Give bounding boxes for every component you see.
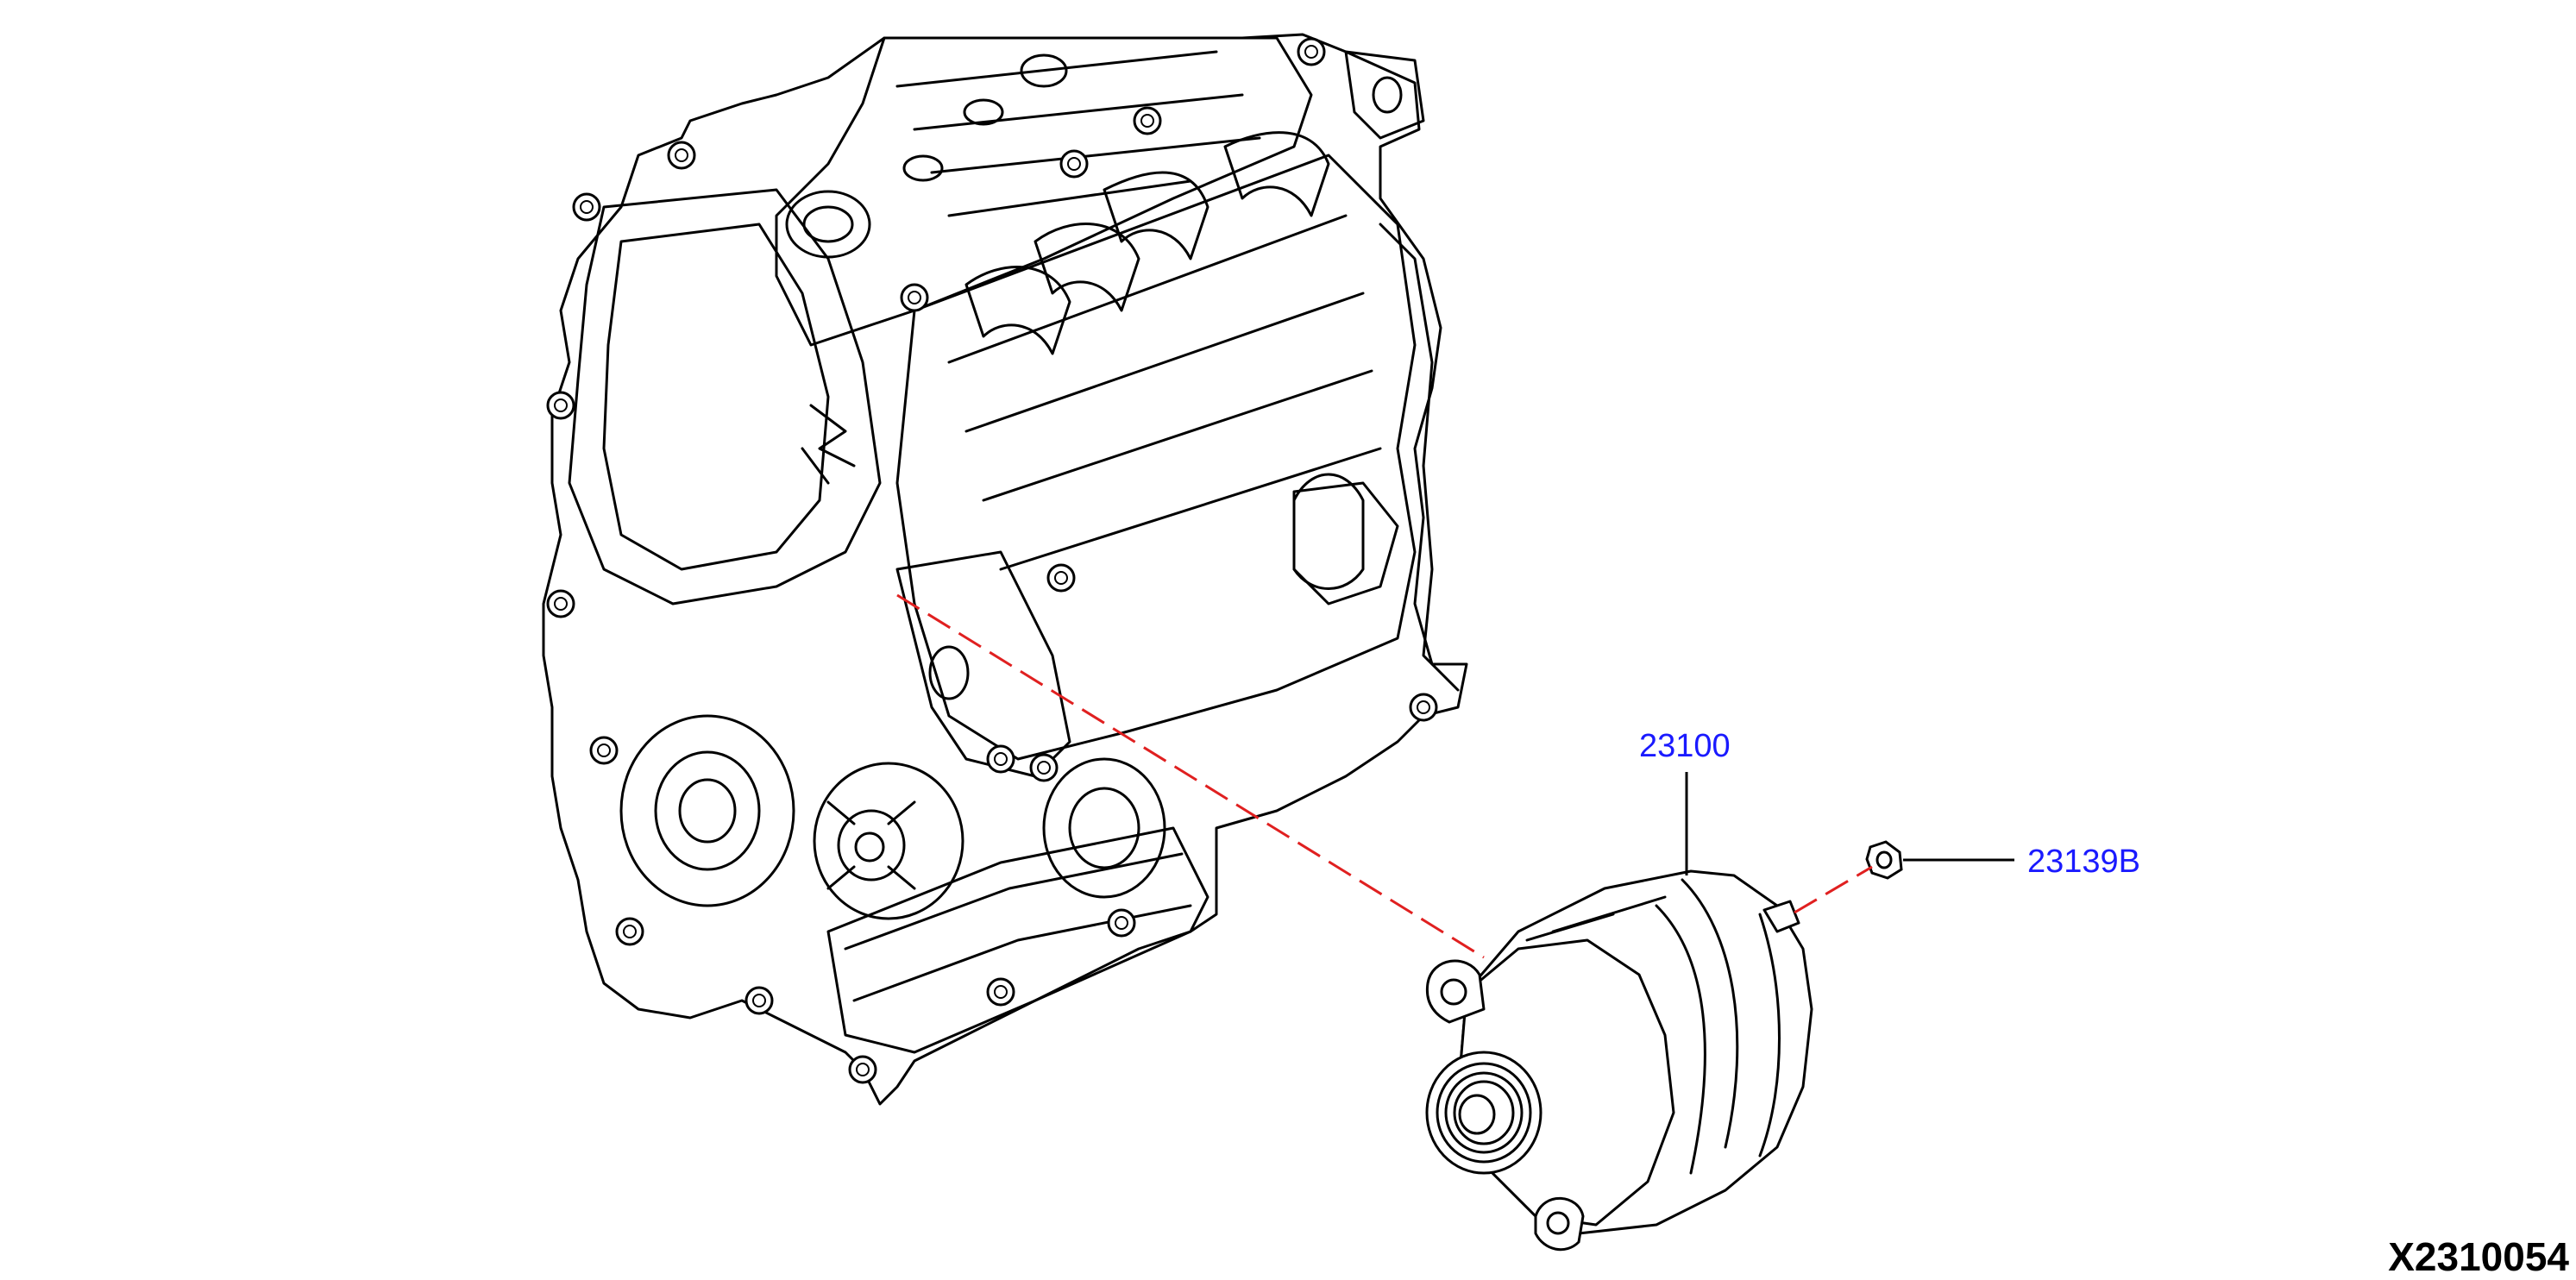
- alternator-pulley-groove: [1436, 1062, 1532, 1164]
- diagram-code: X2310054: [2388, 1234, 2569, 1279]
- throttle-body: [785, 190, 871, 259]
- alternator-rib: [1525, 878, 1781, 1175]
- water-pump-bore: [854, 831, 885, 863]
- engine-block: [895, 154, 1417, 761]
- alternator-ear-hole: [1440, 978, 1467, 1006]
- engine-assembly: [542, 33, 1468, 1106]
- bellhousing-flange: [1379, 223, 1460, 692]
- crank-seal-inner: [654, 750, 761, 871]
- alternator-pulley-groove: [1444, 1071, 1524, 1154]
- thermostat-inner: [1068, 787, 1140, 869]
- logo-emboss: [801, 404, 856, 485]
- oil-pan-flange: [844, 852, 1192, 1002]
- block-window: [1292, 473, 1365, 590]
- nut-bore: [1875, 850, 1893, 869]
- phantom-line-nut: [1794, 865, 1873, 914]
- intake-runner: [964, 266, 1071, 355]
- alternator-nut: [1865, 840, 1903, 880]
- phantom-line-alternator: [896, 593, 1485, 959]
- intake-runner: [1103, 171, 1209, 260]
- cam-plug-2: [902, 154, 944, 182]
- callout-leaders: [1685, 772, 2014, 875]
- thermostat-housing: [1042, 757, 1166, 899]
- cam-plug: [963, 98, 1004, 126]
- oil-pan: [826, 826, 1209, 1054]
- water-pump-pulley: [813, 762, 964, 920]
- crank-seal-housing: [619, 714, 795, 907]
- alternator-bracket: [895, 550, 1071, 778]
- alternator-pulley-groove: [1453, 1080, 1515, 1145]
- alternator-lower-ear-hole: [1546, 1211, 1570, 1235]
- timing-chain-cover: [568, 188, 882, 605]
- part-number-label[interactable]: 23139B: [2027, 844, 2141, 880]
- water-pump-spoke: [826, 800, 916, 890]
- assembly-phantom-lines: [896, 593, 1873, 959]
- bracket-hole: [928, 645, 970, 700]
- intake-runner: [1034, 223, 1140, 312]
- part-number-label[interactable]: 23100: [1639, 728, 1731, 764]
- crank-seal-core: [678, 778, 737, 844]
- alternator-pulley-hub: [1458, 1094, 1496, 1135]
- oil-filler-cap: [1020, 53, 1068, 88]
- intake-runner: [1223, 131, 1330, 217]
- timing-cover-ridge: [602, 223, 830, 571]
- nut-hex: [1865, 840, 1903, 880]
- cam-cover-rib: [895, 50, 1261, 217]
- engine-mount-lug: [1344, 50, 1425, 140]
- block-rib: [947, 214, 1382, 571]
- alternator-terminal: [1762, 900, 1800, 933]
- alternator: [1425, 869, 1813, 1252]
- mount-lug-hole: [1372, 76, 1403, 114]
- water-pump-hub: [837, 809, 906, 882]
- engine-outline: [542, 33, 1468, 1106]
- throttle-body-inner: [802, 205, 854, 243]
- engine-bolts: [546, 37, 1438, 1084]
